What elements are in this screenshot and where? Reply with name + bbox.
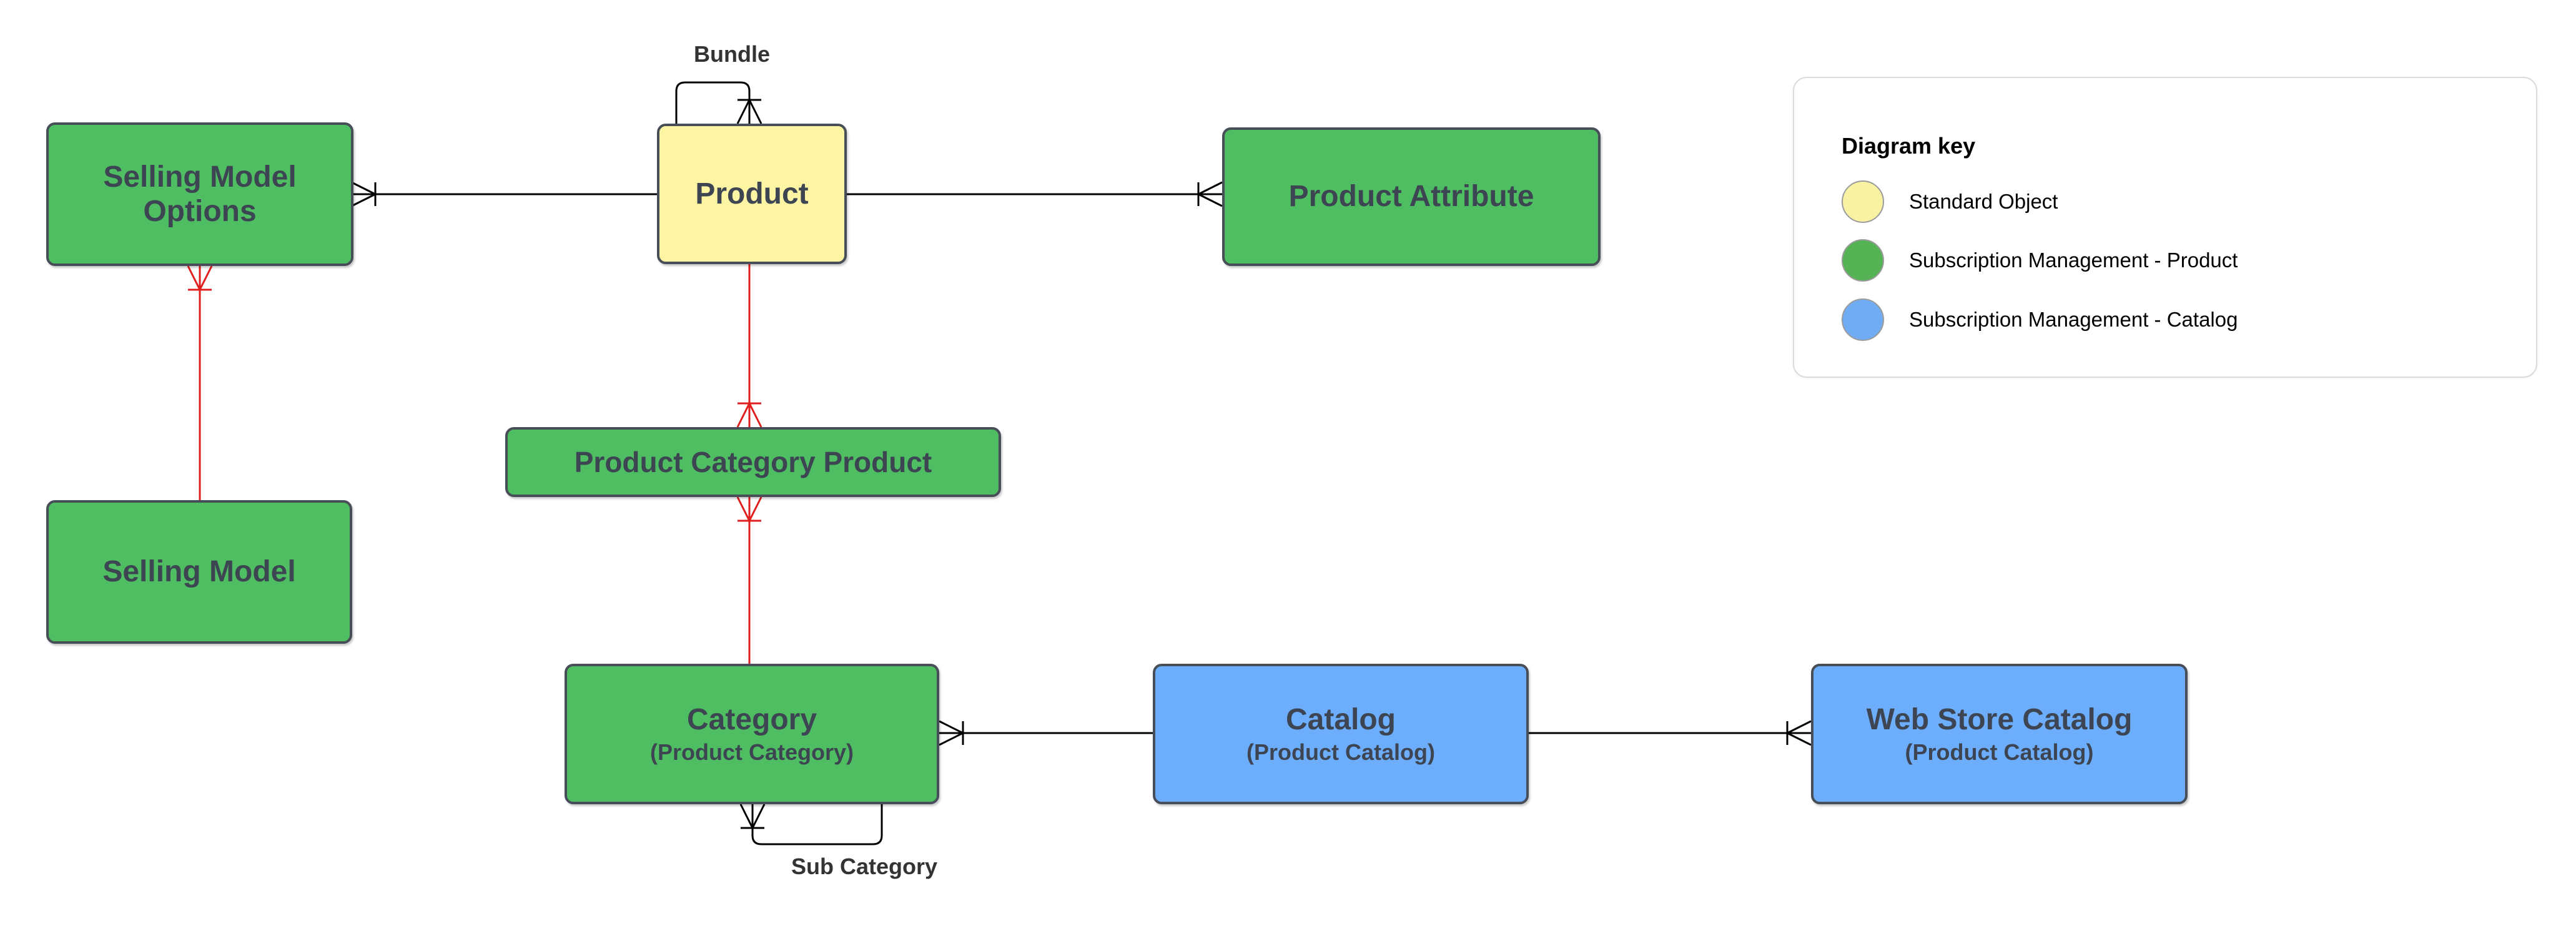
node-sublabel: (Product Catalog) [1246,739,1435,766]
edge-category-sub-category-self-loop [739,804,883,845]
legend-item-label: Standard Object [1909,190,2058,213]
node-label: Category [686,703,817,737]
node-sublabel: (Product Catalog) [1905,739,2094,766]
node-label: Selling Model [102,555,296,589]
crows-foot-at-category [939,720,964,746]
node-selling-model: Selling Model [46,500,352,644]
subscription-catalog-swatch-icon [1842,298,1884,341]
legend-item-subscription-management-product: Subscription Management - Product [1842,239,2238,282]
edge-category-catalog [939,720,1153,746]
sub-category-edge-label: Sub Category [791,854,938,879]
node-category: Category (Product Category) [565,664,939,804]
crows-foot-at-selling-model-options [351,181,377,207]
diagram-key-panel: Diagram key Standard Object Subscription… [1793,77,2537,378]
edge-product-product-category-product [736,264,762,428]
edge-product-product-attribute [847,181,1223,207]
crows-foot-at-product-category-product-top [736,402,762,428]
standard-object-swatch-icon [1842,180,1884,223]
edge-product-bundle-self-loop [675,81,762,124]
crows-foot-sub-category [739,804,766,829]
node-label: Product Category Product [574,445,932,478]
node-selling-model-options: Selling Model Options [46,122,353,266]
crows-foot-at-product-attribute [1197,181,1223,207]
crows-foot-at-web-store-catalog [1786,720,1812,746]
node-catalog: Catalog (Product Catalog) [1153,664,1529,804]
edge-product-category-product-category [736,496,762,664]
node-product: Product [657,124,847,264]
crows-foot-at-product-category-product-bottom [736,496,762,522]
node-label: Product Attribute [1288,180,1534,214]
legend-item-label: Subscription Management - Catalog [1909,308,2238,331]
legend-item-subscription-management-catalog: Subscription Management - Catalog [1842,298,2238,341]
node-label: Catalog [1285,703,1396,737]
edge-selling-model-options-product [351,181,657,207]
node-product-category-product: Product Category Product [505,427,1001,497]
node-sublabel: (Product Category) [649,739,854,766]
legend-item-standard-object: Standard Object [1842,180,2058,223]
edge-catalog-web-store-catalog [1529,720,1812,746]
crows-foot-bundle [736,99,762,124]
legend-item-label: Subscription Management - Product [1909,249,2238,272]
node-product-attribute: Product Attribute [1222,127,1601,266]
crows-foot-at-selling-model-options-bottom [187,265,213,291]
edge-selling-model-options-selling-model [187,265,213,500]
diagram-key-title: Diagram key [1842,133,1976,159]
node-web-store-catalog: Web Store Catalog (Product Catalog) [1811,664,2188,804]
node-label: Web Store Catalog [1866,703,2133,737]
bundle-edge-label: Bundle [694,41,770,67]
node-label: Product [695,177,809,210]
node-label: Selling Model Options [103,160,297,228]
subscription-product-swatch-icon [1842,239,1884,282]
